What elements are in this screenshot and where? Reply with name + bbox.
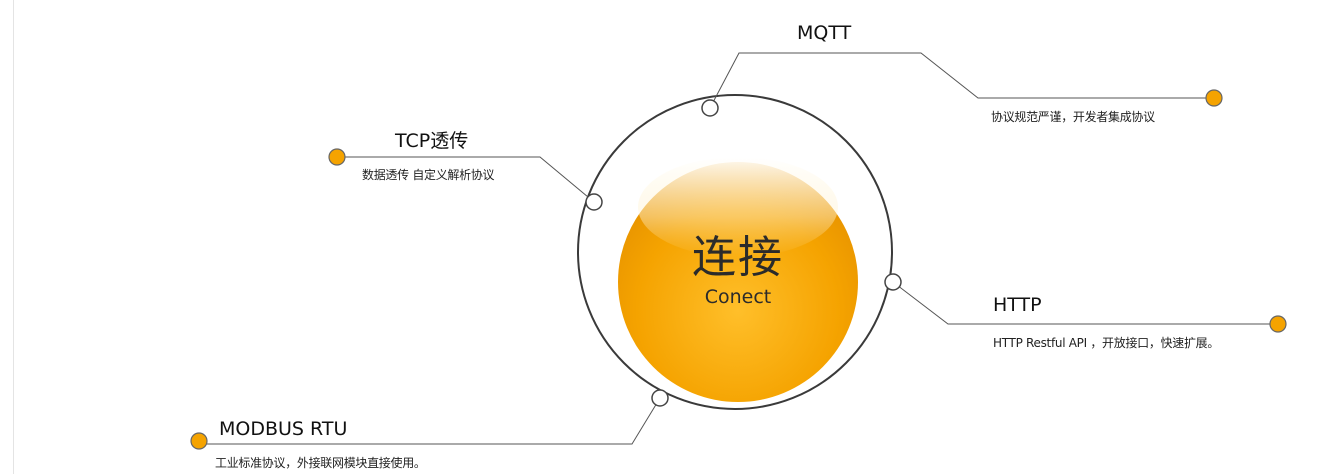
tcp-ring-node bbox=[585, 193, 603, 211]
mqtt-ring-node bbox=[701, 99, 719, 117]
tcp-connector-line bbox=[337, 156, 595, 203]
http-description: HTTP Restful API ，开放接口，快速扩展。 bbox=[993, 336, 1220, 350]
page-left-border bbox=[13, 0, 14, 474]
modbus-endpoint-dot bbox=[190, 432, 208, 450]
outer-ring bbox=[577, 94, 893, 410]
http-connector-line bbox=[892, 281, 1280, 325]
modbus-description: 工业标准协议，外接联网模块直接使用。 bbox=[215, 456, 426, 470]
tcp-endpoint-dot bbox=[328, 148, 346, 166]
modbus-title: MODBUS RTU bbox=[219, 418, 348, 440]
center-title: 连接 bbox=[692, 232, 784, 283]
mqtt-title: MQTT bbox=[797, 22, 852, 44]
modbus-ring-node bbox=[651, 389, 669, 407]
mqtt-connector-line bbox=[709, 52, 1208, 109]
modbus-connector-line bbox=[198, 397, 661, 445]
center-sphere-gloss bbox=[638, 157, 838, 257]
http-ring-node bbox=[884, 273, 902, 291]
tcp-title: TCP透传 bbox=[395, 130, 469, 152]
center-subtitle: Conect bbox=[704, 286, 772, 308]
http-endpoint-dot bbox=[1269, 315, 1287, 333]
tcp-description: 数据透传 自定义解析协议 bbox=[362, 168, 495, 182]
http-title: HTTP bbox=[993, 294, 1042, 316]
mqtt-endpoint-dot bbox=[1205, 89, 1223, 107]
mqtt-description: 协议规范严谨，开发者集成协议 bbox=[991, 110, 1155, 124]
